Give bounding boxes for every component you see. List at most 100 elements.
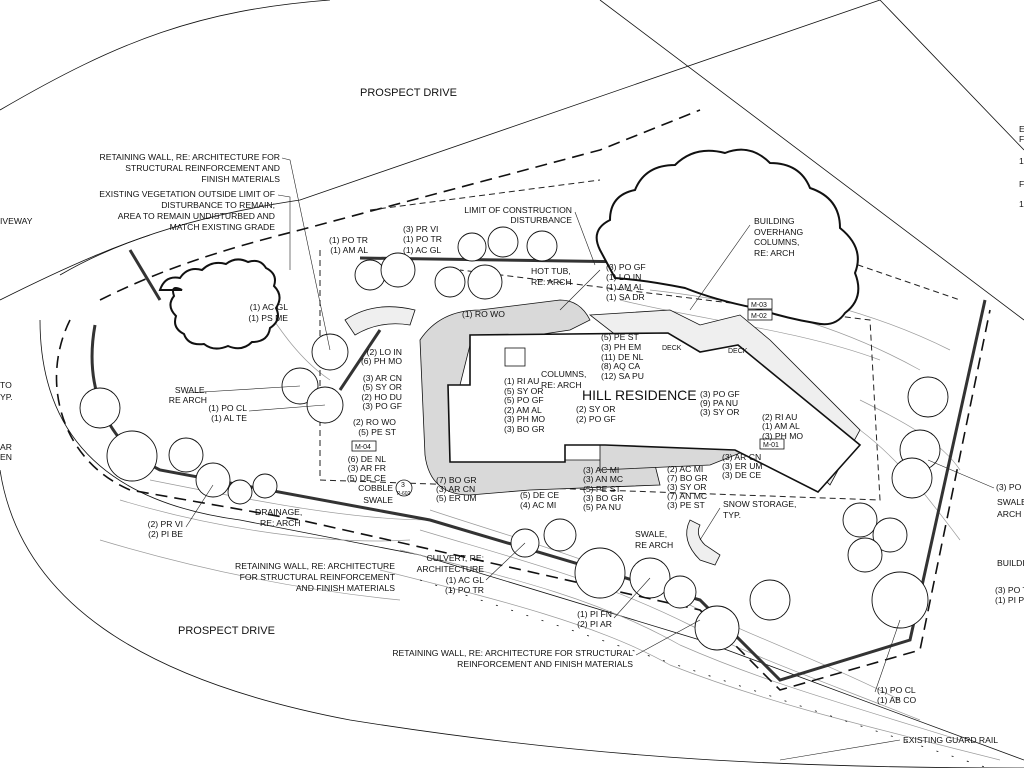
callout-line: (3) AR CN [722, 452, 761, 462]
callout-line: MATCH EXISTING GRADE [170, 222, 276, 232]
callout-line: (6) PH MO [361, 356, 402, 366]
callout-line: (7) AN MC [667, 491, 707, 501]
plant-callout: (3) PO GF (9) PA NU (3) SY OR [700, 389, 740, 417]
note-swale-bottom: SWALE, RE ARCH [635, 529, 673, 550]
hot-tub-outline [504, 347, 526, 367]
plant-callout: (5) DE CE (4) AC MI [520, 490, 559, 510]
callout-line: (2) PR VI [148, 519, 183, 529]
callout-line: (2) PO GF [576, 414, 616, 424]
callout-line: RETAINING WALL, RE: ARCHITECTURE [235, 561, 395, 571]
callout-line: RE ARCH [635, 540, 673, 550]
plant-callout: (2) RO WO (5) PE ST [353, 417, 397, 437]
deck-label: DECK [728, 348, 748, 355]
retaining-wall [90, 299, 987, 682]
callout-line: (1) PO CL [877, 685, 916, 695]
callout-line: (2) RO WO [353, 417, 396, 427]
callout-line: BUILDIN [997, 558, 1024, 568]
callout-line: (3) PR VI [403, 224, 438, 234]
road-edge [39, 319, 1024, 761]
callout-line: (1) AC GL [250, 302, 288, 312]
plant-callout: (3) PO GF (1) LO IN (1) AM AL (1) SA DR [606, 262, 646, 302]
callout-line: COLUMNS, [541, 369, 586, 379]
plant-callout: (1) PO CL (1) AB CO [877, 685, 916, 705]
property-line [369, 179, 961, 301]
plant-callout: (2) PR VI (2) PI BE [148, 519, 184, 539]
callout-line: STRUCTURAL REINFORCEMENT AND [125, 163, 280, 173]
plant-callout: (1) PO TR (1) AM AL [329, 235, 368, 255]
callout-line: (6) DE NL [348, 454, 386, 464]
callout-line: (3) AC MI [583, 465, 619, 475]
road-edge [599, 0, 1024, 321]
match-key-m01: M-01 [763, 442, 779, 449]
plant-callout: (2) SY OR (2) PO GF [576, 404, 616, 424]
note-retaining-wall-bottom-left: RETAINING WALL, RE: ARCHITECTURE FOR STR… [235, 561, 396, 593]
plant-callout: (3) AR CN (5) SY OR (2) HO DU (3) PO GF [361, 373, 402, 411]
deck-label: DECK [662, 345, 682, 352]
plant-callout: (1) RI AU (5) SY OR (5) PO GF (2) AM AL … [504, 376, 545, 434]
callout-line: (3) PO GF [362, 401, 402, 411]
callout-line: FINISH MATERIALS [201, 174, 280, 184]
callout-line: (3) AR CN [363, 373, 402, 383]
callout-line: (3) ER UM [722, 461, 763, 471]
callout-line: (1) AM AL [762, 421, 800, 431]
callout-line: (3) PE ST [667, 500, 705, 510]
note-existing-vegetation: EXISTING VEGETATION OUTSIDE LIMIT OF DIS… [99, 189, 275, 232]
callout-line: (5) ER UM [436, 493, 477, 503]
callout-line: (3) PO GF [700, 389, 740, 399]
callout-line: RE: ARCH [754, 248, 795, 258]
callout-line: (2) PI BE [148, 529, 183, 539]
callout-line: (1) PO CL [208, 403, 247, 413]
callout-line: REINFORCEMENT AND FINISH MATERIALS [457, 659, 633, 669]
callout-line: (2) PI AR [577, 619, 612, 629]
callout-line: (5) PA NU [583, 502, 621, 512]
callout-line: DISTURBANCE TO REMAIN; [161, 200, 275, 210]
callout-line: ARCH [997, 509, 1021, 519]
callout-line: (1) PO TR [329, 235, 368, 245]
match-key-box [747, 309, 773, 321]
callout-line: ARCHITECTURE [417, 564, 485, 574]
callout-line: (1) SA DR [606, 292, 645, 302]
road-edge [879, 0, 1024, 151]
callout-line: SNOW STORAGE, [723, 499, 796, 509]
callout-line: (11) DE NL [601, 352, 644, 362]
road-label-bottom: PROSPECT DRIVE [178, 625, 275, 637]
plant-callout: (1) AC GL (1) PS ME [248, 302, 288, 323]
callout-leaders [185, 157, 995, 761]
callout-line: (2) AC MI [667, 464, 703, 474]
callout-line: (1) RI AU [504, 376, 539, 386]
callout-line: (3) PH MO [504, 414, 545, 424]
callout-line: (1) AM AL [330, 245, 368, 255]
callout-line: 1 [1019, 199, 1024, 209]
callout-line: (1) PI FN [577, 609, 612, 619]
callout-line: RETAINING WALL, RE: ARCHITECTURE FOR STR… [392, 648, 633, 658]
plant-callout: (2) LO IN (6) PH MO [361, 347, 402, 366]
plant-callout: (7) BO GR (3) AR CN (5) ER UM [436, 475, 477, 503]
note-swale-cobble: SWALE [363, 495, 393, 505]
retaining-wall [128, 249, 382, 391]
callout-line: (1) AB CO [877, 695, 916, 705]
callout-line: (7) BO GR [436, 475, 477, 485]
callout-line: SWALE [997, 497, 1024, 507]
plant-callout: (5) PE ST (3) PH EM (11) DE NL (8) AQ CA… [601, 332, 644, 381]
callout-line: FOR STRUCTURAL REINFORCEMENT [240, 572, 396, 582]
detail-number: 3 [401, 482, 405, 489]
callout-line: (1) PO TR [403, 234, 442, 244]
callout-line: TO [0, 380, 12, 390]
callout-line: (3) BO GR [583, 493, 624, 503]
callout-line: DRAINAGE, [255, 507, 302, 517]
road-edge [0, 0, 331, 111]
callout-line: SWALE, [175, 385, 207, 395]
callout-line: (3) PO T [995, 585, 1024, 595]
tree-symbols [79, 226, 949, 651]
callout-line: (1) PO TR [445, 585, 484, 595]
road-label-top: PROSPECT DRIVE [360, 87, 457, 99]
plant-callout: (1) RO WO [462, 309, 505, 319]
callout-line: AR [0, 442, 12, 452]
limit-of-disturbance-line [55, 309, 991, 691]
callout-line: (5) PE ST [583, 484, 621, 494]
callout-line: (1) AC GL [446, 575, 484, 585]
note-building-overhang: BUILDING OVERHANG COLUMNS, RE: ARCH [754, 216, 803, 258]
callout-line: (3) PH MO [762, 431, 803, 441]
callout-line: SWALE, [635, 529, 667, 539]
